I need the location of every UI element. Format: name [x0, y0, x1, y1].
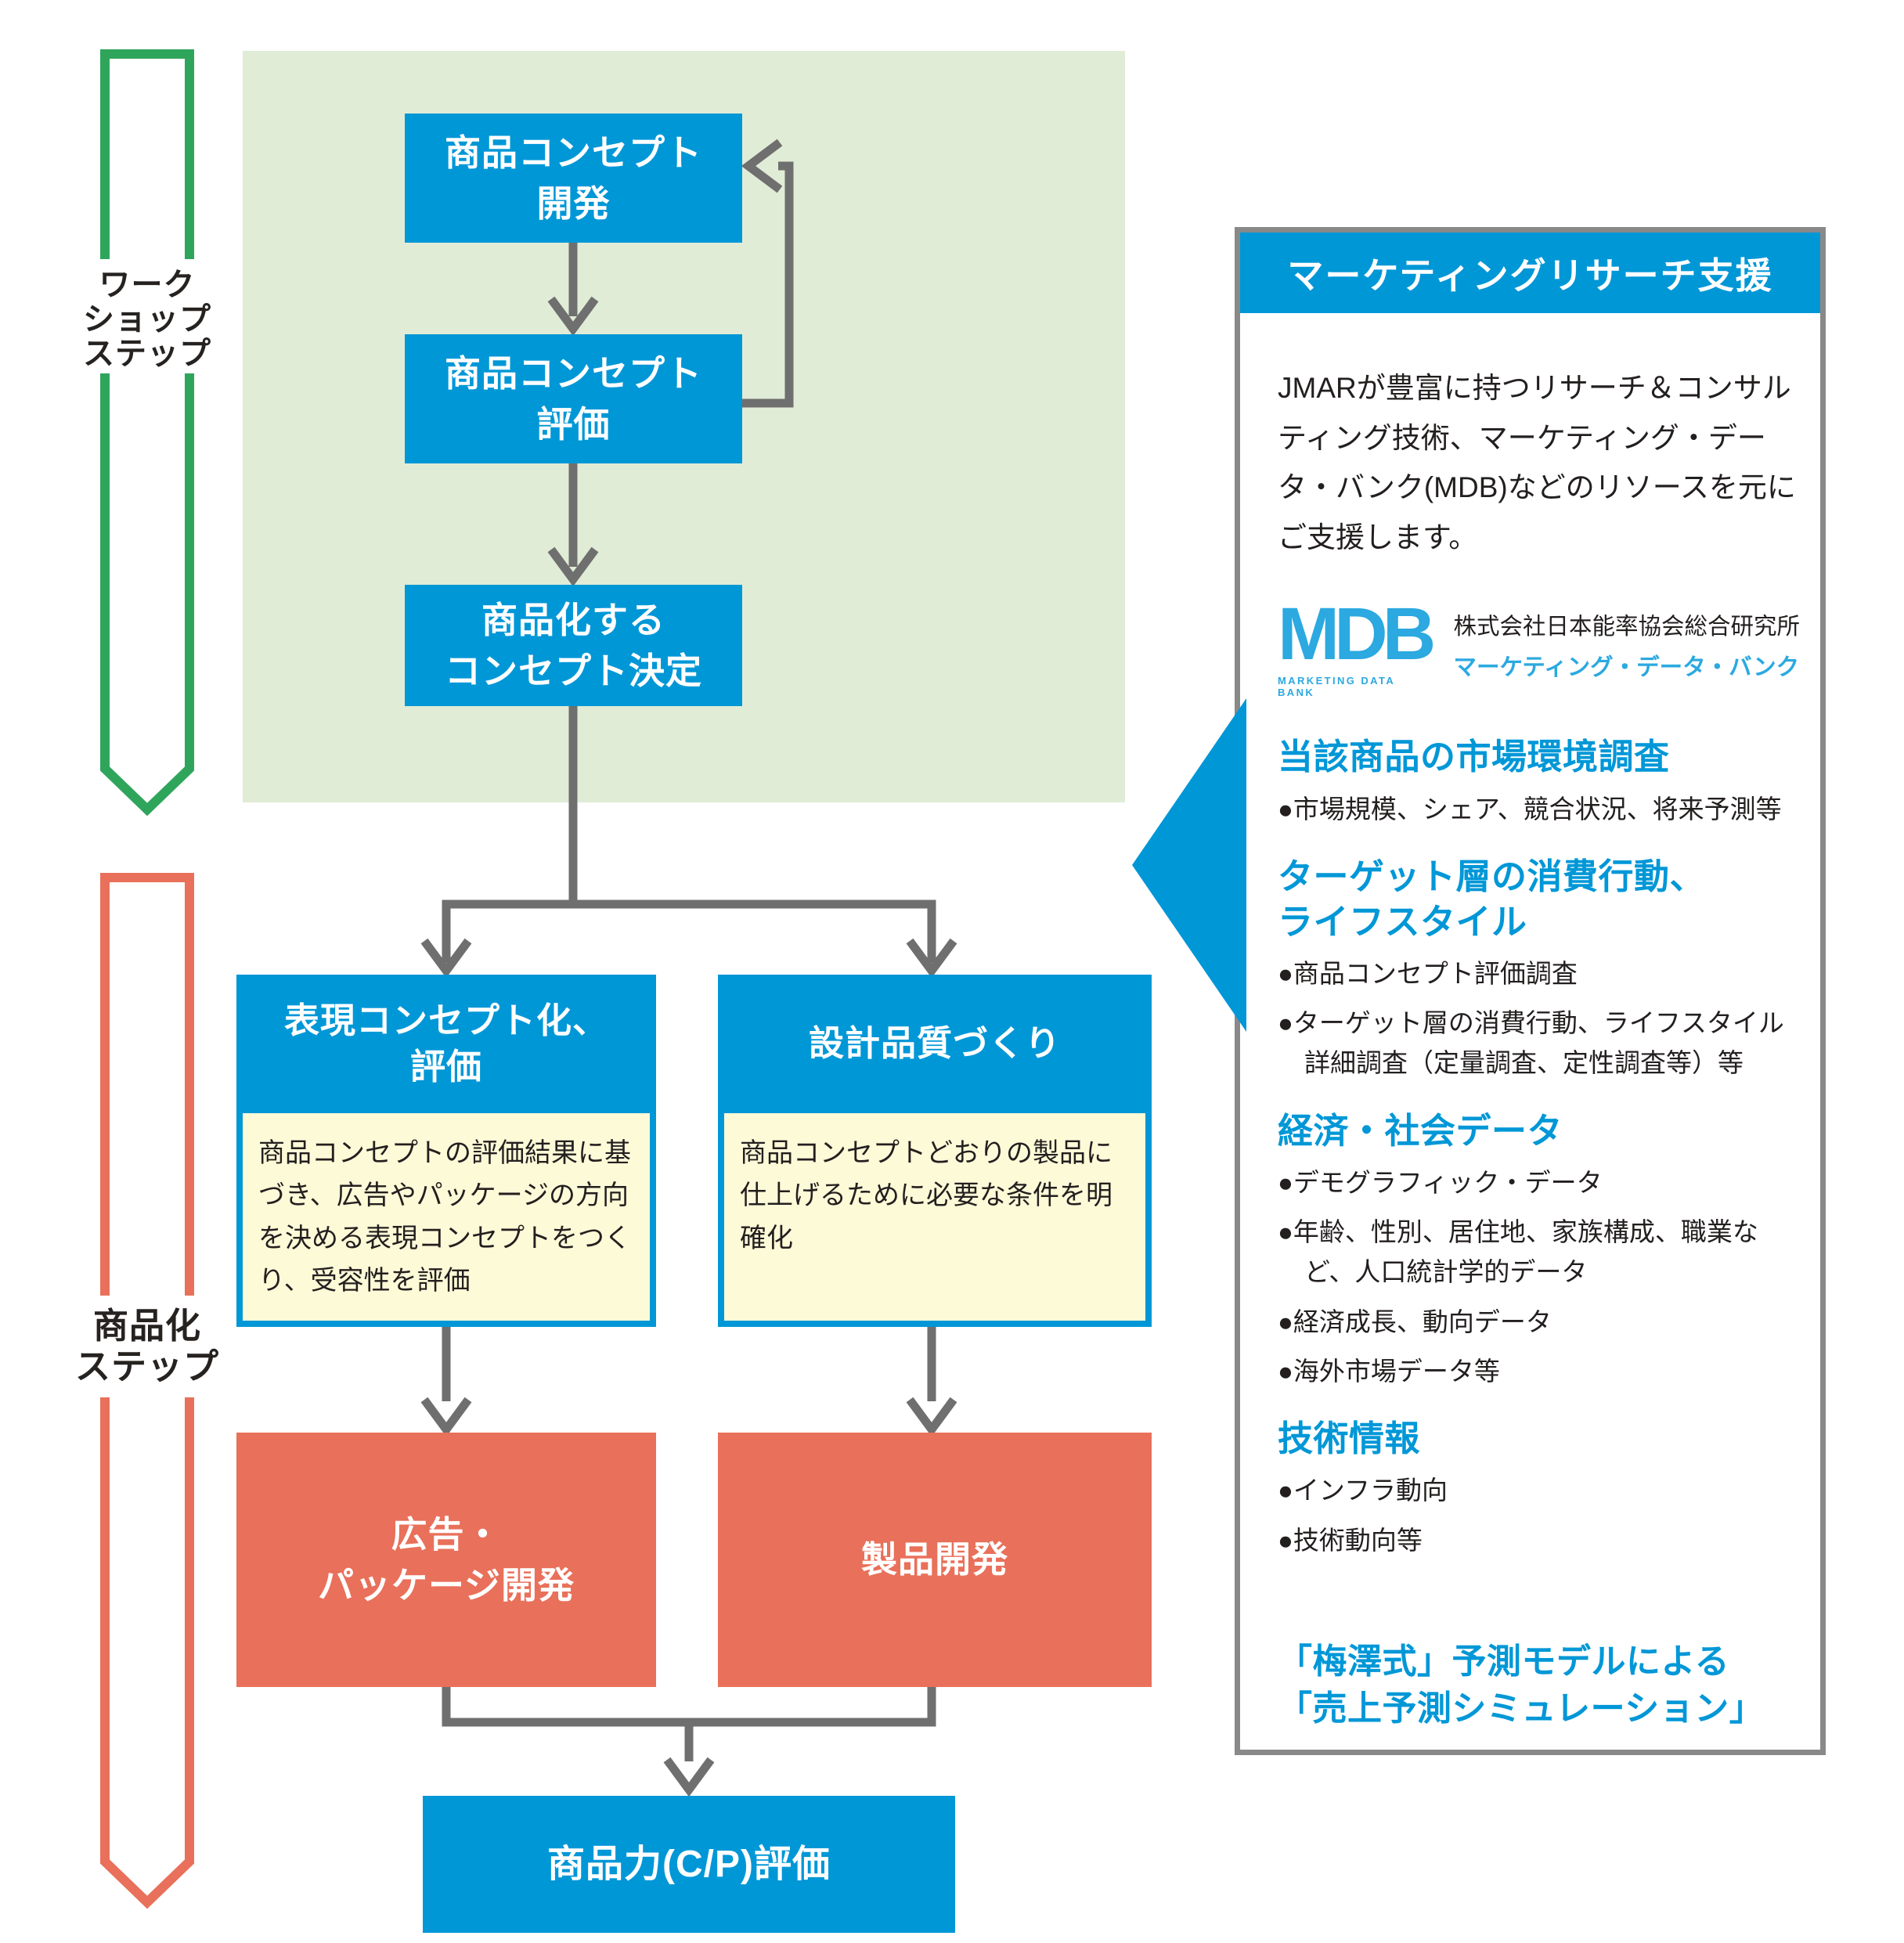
arrowhead-down-icon — [906, 1397, 957, 1437]
commercialization-step-label: 商品化 ステップ — [74, 1306, 219, 1386]
panel-section-target-behavior: ターゲット層の消費行動、 ライフスタイル ●商品コンセプト評価調査 ●ターゲット… — [1278, 854, 1800, 1083]
mdb-logo-subtext: MARKETING DATA BANK — [1278, 675, 1395, 699]
section-bullet: ●年齢、性別、居住地、家族構成、職業など、人口統計学的データ — [1278, 1217, 1758, 1287]
mdb-brand-name: マーケティング・データ・バンク — [1453, 654, 1800, 680]
arrowhead-down-icon — [547, 546, 599, 587]
workshop-step-label: ワーク ショップ ステップ — [83, 268, 211, 371]
mdb-logo: MDB MARKETING DATA BANK 株式会社日本能率協会総合研究所 … — [1278, 592, 1800, 699]
flow-box-product-power-evaluation: 商品力(C/P)評価 — [423, 1796, 955, 1933]
section-title: ターゲット層の消費行動、 ライフスタイル — [1278, 856, 1706, 942]
section-bullet: ●経済成長、動向データ — [1278, 1307, 1552, 1336]
section-bullet: ●海外市場データ等 — [1278, 1356, 1500, 1386]
arrowhead-left-icon — [741, 139, 783, 193]
arrowhead-down-icon — [906, 938, 957, 979]
arrowhead-down-icon — [420, 1397, 472, 1437]
arrowhead-down-icon — [663, 1757, 715, 1797]
workshop-ribbon-label-gap — [78, 259, 200, 373]
section-bullet: ●商品コンセプト評価調査 — [1278, 959, 1578, 989]
expression-concept-title: 表現コンセプト化、 評価 — [283, 1000, 608, 1087]
flow-box-expression-concept: 表現コンセプト化、 評価 商品コンセプトの評価結果に基づき、広告やパッケージの方… — [236, 975, 656, 1327]
marketing-research-panel: マーケティングリサーチ支援 JMARが豊富に持つリサーチ＆コンサルティング技術、… — [1235, 227, 1826, 1755]
section-title: 当該商品の市場環境調査 — [1278, 737, 1670, 777]
flow-box-design-quality: 設計品質づくり 商品コンセプトどおりの製品に仕上げるために必要な条件を明確化 — [718, 975, 1152, 1327]
section-title: 経済・社会データ — [1278, 1110, 1563, 1151]
section-bullet: ●市場規模、シェア、競合状況、将来予測等 — [1278, 794, 1782, 824]
section-title: 技術情報 — [1278, 1418, 1421, 1458]
flow-box-concept-decision: 商品化する コンセプト決定 — [405, 585, 742, 706]
commercialization-ribbon-label-gap — [78, 1296, 200, 1397]
panel-section-market-environment: 当該商品の市場環境調査 ●市場規模、シェア、競合状況、将来予測等 — [1278, 734, 1800, 829]
design-quality-title: 設計品質づくり — [808, 1023, 1061, 1064]
flow-box-concept-development: 商品コンセプト 開発 — [405, 114, 742, 243]
mdb-logo-text: MDB — [1278, 592, 1436, 676]
merge-connector — [442, 1687, 936, 1761]
flow-box-product-development: 製品開発 — [718, 1433, 1152, 1687]
panel-footer-text: 「梅澤式」予測モデルによる 「売上予測シミュレーション」 — [1278, 1642, 1765, 1729]
design-quality-description: 商品コンセプトどおりの製品に仕上げるために必要な条件を明確化 — [724, 1113, 1145, 1321]
panel-header: マーケティングリサーチ支援 — [1240, 233, 1820, 313]
feedback-loop-line — [742, 161, 794, 408]
flow-box-concept-evaluation: 商品コンセプト 評価 — [405, 334, 742, 463]
section-bullet: ●技術動向等 — [1278, 1525, 1423, 1555]
panel-intro-text: JMARが豊富に持つリサーチ＆コンサルティング技術、マーケティング・データ・バン… — [1278, 372, 1796, 553]
arrowhead-down-icon — [420, 938, 472, 979]
section-bullet: ●ターゲット層の消費行動、ライフスタイル詳細調査（定量調査、定性調査等）等 — [1278, 1008, 1784, 1078]
split-connector — [442, 706, 936, 963]
arrowhead-down-icon — [547, 296, 599, 337]
expression-concept-description: 商品コンセプトの評価結果に基づき、広告やパッケージの方向を決める表現コンセプトを… — [243, 1113, 650, 1321]
flow-box-ad-package-development: 広告・ パッケージ開発 — [236, 1433, 656, 1687]
section-bullet: ●インフラ動向 — [1278, 1476, 1448, 1505]
section-bullet: ●デモグラフィック・データ — [1278, 1168, 1603, 1198]
panel-section-economic-social-data: 経済・社会データ ●デモグラフィック・データ ●年齢、性別、居住地、家族構成、職… — [1278, 1108, 1800, 1391]
workshop-ribbon-shape — [100, 49, 194, 816]
mdb-logo-mark: MDB MARKETING DATA BANK — [1278, 592, 1436, 699]
panel-section-technical-info: 技術情報 ●インフラ動向 ●技術動向等 — [1278, 1416, 1800, 1560]
mdb-company-name: 株式会社日本能率協会総合研究所 — [1453, 613, 1800, 640]
